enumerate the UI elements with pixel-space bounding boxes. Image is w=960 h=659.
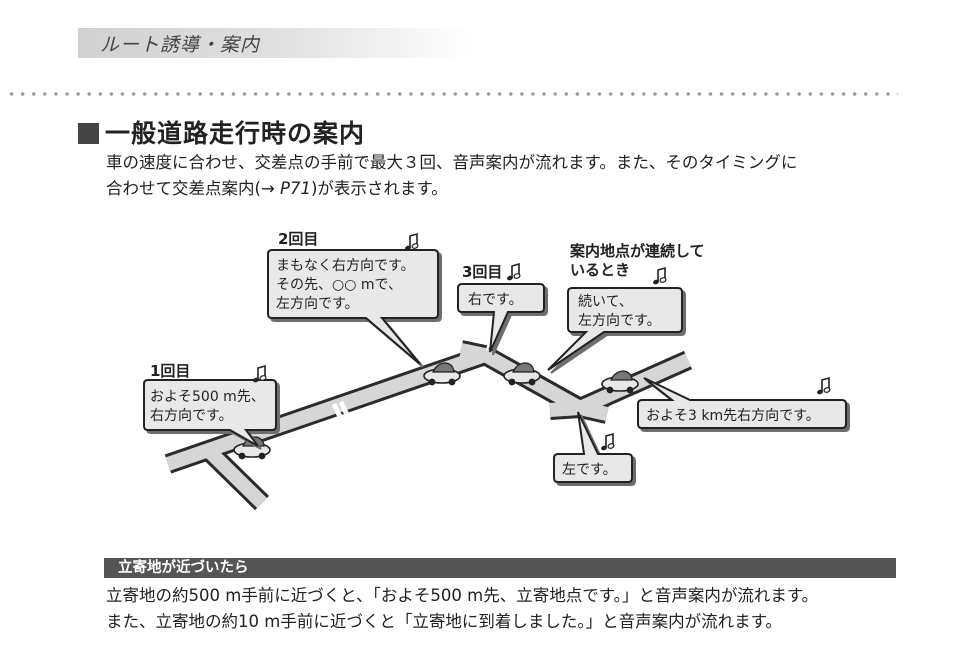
callout-4-label-line-2: いるとき [570, 261, 630, 279]
sound-note-icon [403, 233, 420, 252]
subsection-line-1: 立寄地の約500 m手前に近づくと、「およそ500 m先、立寄地点です。」と音声… [106, 586, 819, 605]
intro-line-2: 合わせて交差点案内(→ P71)が表示されます。 [106, 176, 906, 202]
callout-1: 1回目 およそ500 m先、 右方向です。 [143, 362, 277, 447]
intro-paragraph: 車の速度に合わせ、交差点の手前で最大３回、音声案内が流れます。また、そのタイミン… [106, 150, 906, 202]
header-band [78, 28, 470, 58]
callout-1-line-1: およそ500 m先、 [150, 389, 265, 405]
callout-4-label-line-1: 案内地点が連続して [569, 242, 705, 260]
intro-line-2-text-a: 合わせて交差点案内( [106, 179, 261, 198]
callout-4-line-1: 続いて、 [578, 293, 633, 310]
sound-note-icon [651, 267, 668, 286]
sound-note-icon [505, 263, 522, 282]
callout-1-line-2: 右方向です。 [150, 408, 233, 424]
intro-line-1: 車の速度に合わせ、交差点の手前で最大３回、音声案内が流れます。また、そのタイミン… [106, 153, 798, 172]
sound-note-icon [815, 377, 832, 396]
route-guidance-diagram: 1回目 およそ500 m先、 右方向です。 2回目 まもなく右方向です。 その先… [143, 230, 847, 510]
section-title: 一般道路走行時の案内 [78, 114, 365, 150]
callout-4-line-2: 左方向です。 [578, 313, 661, 329]
callout-2-line-3: 左方向です。 [276, 296, 359, 312]
callout-1-label: 1回目 [150, 362, 190, 380]
callout-2-label: 2回目 [278, 230, 318, 248]
square-bullet-icon [78, 123, 99, 144]
callout-3: 3回目 右です。 [457, 263, 545, 353]
callout-5-line-1: およそ3 km先右方向です。 [646, 408, 820, 424]
subsection-body: 立寄地の約500 m手前に近づくと、「およそ500 m先、立寄地点です。」と音声… [106, 583, 906, 635]
sound-note-icon [599, 433, 616, 452]
callout-2: 2回目 まもなく右方向です。 その先、○○ mで、 左方向です。 [267, 230, 439, 365]
callout-3-line-1: 右です。 [468, 292, 523, 308]
callout-6: 左です。 [553, 411, 633, 483]
section-title-text: 一般道路走行時の案内 [105, 119, 366, 148]
subsection-title: 立寄地が近づいたら [118, 560, 249, 576]
page-reference-link[interactable]: → P71 [260, 179, 311, 198]
callout-5: およそ3 km先右方向です。 [637, 377, 847, 429]
callout-4: 案内地点が連続して いるとき 続いて、 左方向です。 [547, 242, 705, 371]
callout-6-line-1: 左です。 [562, 462, 617, 478]
dotted-divider [6, 92, 898, 96]
callout-2-line-2: その先、○○ mで、 [276, 277, 402, 293]
intro-line-2-text-b: )が表示されます。 [310, 179, 448, 198]
callout-2-line-1: まもなく右方向です。 [276, 258, 415, 274]
road-break-mark [331, 400, 353, 425]
page-header-title: ルート誘導・案内 [100, 34, 261, 56]
subsection-line-2: また、立寄地の約10 m手前に近づくと「立寄地に到着しました。」と音声案内が流れ… [106, 612, 782, 631]
callout-3-label: 3回目 [462, 263, 502, 281]
subsection-band [104, 558, 896, 578]
